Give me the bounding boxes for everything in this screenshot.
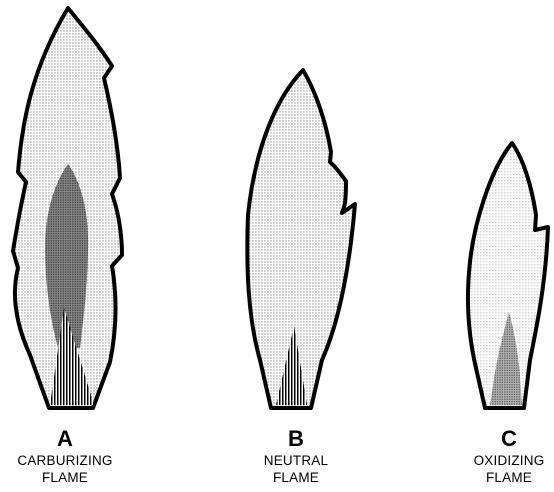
caption-a: A CARBURIZING FLAME — [17, 426, 112, 485]
caption-c-line2: FLAME — [486, 470, 532, 485]
caption-c-letter: C — [501, 426, 517, 451]
caption-b-letter: B — [288, 426, 304, 451]
caption-c-line1: OXIDIZING — [474, 453, 545, 468]
oxidizing-flame — [468, 143, 548, 408]
caption-a-line2: FLAME — [42, 470, 88, 485]
caption-a-line1: CARBURIZING — [17, 453, 112, 468]
caption-a-letter: A — [57, 426, 73, 451]
caption-b-line2: FLAME — [273, 470, 319, 485]
caption-b: B NEUTRAL FLAME — [264, 426, 329, 485]
caption-c: C OXIDIZING FLAME — [474, 426, 545, 485]
caption-b-line1: NEUTRAL — [264, 453, 329, 468]
neutral-flame — [247, 70, 355, 408]
neutral-outer-envelope — [247, 70, 355, 408]
carburizing-flame — [13, 8, 122, 408]
